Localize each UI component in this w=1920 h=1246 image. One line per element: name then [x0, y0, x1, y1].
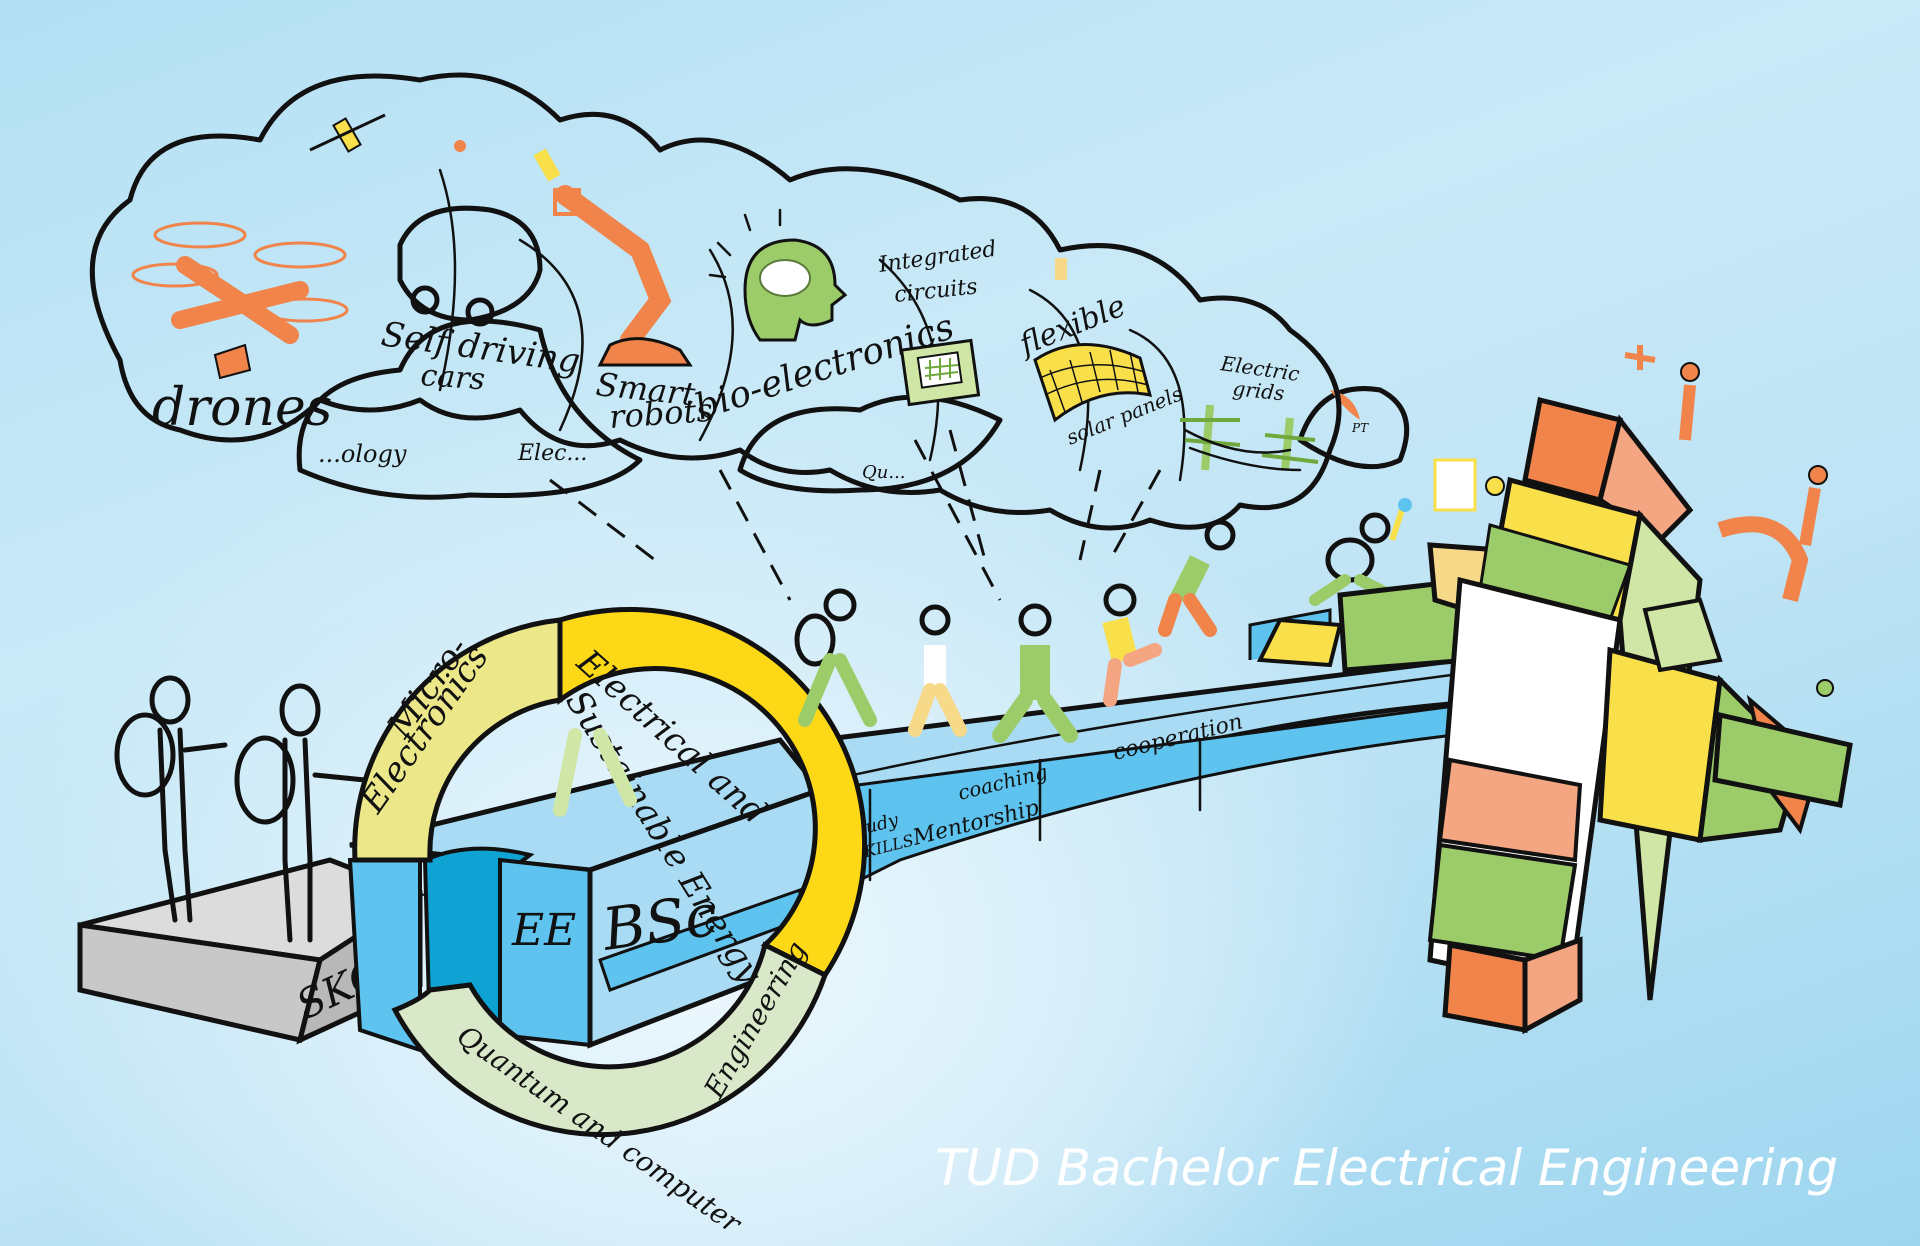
- back-cloud-label-pt: PT: [1351, 421, 1369, 435]
- robot-arm-icon: [553, 185, 693, 367]
- person-helping: [1158, 519, 1236, 637]
- person-walker-3: [992, 603, 1078, 743]
- thought-lines: [549, 429, 1162, 601]
- back-cloud-icon-tan: [1055, 258, 1067, 280]
- person-running-torch: [1309, 498, 1412, 606]
- chip-icon: [899, 338, 981, 407]
- student-figures: [114, 498, 1412, 943]
- person-standing-1: [114, 675, 228, 923]
- cloud-label-circuits: circuits: [893, 274, 979, 308]
- ring-segment-quantum: [391, 941, 829, 1138]
- cloud-label-robots: robots: [608, 391, 714, 436]
- cloud-label-cars: cars: [419, 358, 486, 397]
- specialisation-ring: [352, 607, 868, 1138]
- tower-solar-sheet-icon: [1433, 458, 1477, 512]
- person-standing-2: [234, 683, 368, 943]
- back-cloud-icon-yellow: [533, 148, 561, 182]
- person-walking-ring: [553, 728, 637, 817]
- mini-drone-icon: [1624, 345, 1656, 370]
- person-walker-2: [908, 604, 967, 737]
- tower-robot-arm-icon: [1717, 516, 1809, 602]
- caption-title: TUD Bachelor Electrical Engineering: [935, 1139, 1838, 1197]
- back-clouds: ...ology Elec... Qu... PT: [296, 148, 1410, 500]
- drone-icon: [131, 221, 349, 380]
- satellite-icon: [309, 113, 466, 153]
- car-icon: [397, 205, 543, 327]
- back-cloud-icon-orange: [1330, 390, 1360, 420]
- back-cloud-label-qu: Qu...: [862, 462, 906, 483]
- block-label-bsc: BSc: [597, 881, 721, 964]
- cloud-label-grids: grids: [1231, 376, 1285, 405]
- head-brain-icon: [708, 208, 848, 342]
- back-cloud-label-ology: ...ology: [318, 440, 407, 468]
- person-climbing: [1102, 583, 1162, 707]
- block-label-ee: EE: [511, 905, 576, 956]
- cloud-label-integrated: Integrated: [876, 237, 998, 278]
- power-pylon-icon: [1180, 404, 1319, 472]
- tower-people: [1433, 345, 1834, 697]
- cloud-label-drones: drones: [152, 378, 332, 438]
- solar-panel-icon: [1033, 343, 1153, 423]
- person-walker-1: [794, 588, 877, 727]
- career-tower: [1256, 396, 1853, 1035]
- ring-segment-microelectronics: [352, 617, 563, 863]
